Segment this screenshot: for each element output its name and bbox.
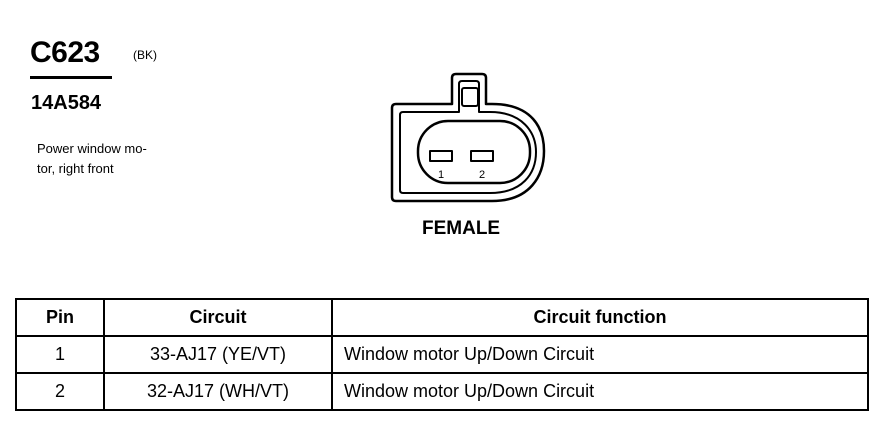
circuit-function-cell: Window motor Up/Down Circuit bbox=[331, 335, 869, 374]
connector-id: C623 bbox=[30, 36, 100, 69]
connector-inner-shell bbox=[399, 80, 537, 194]
connector-id-underline bbox=[30, 76, 112, 79]
connector-gender: FEMALE bbox=[422, 218, 501, 239]
header-circuit-function: Circuit function bbox=[331, 298, 869, 337]
header-circuit: Circuit bbox=[103, 298, 333, 337]
circuit-cell: 33-AJ17 (YE/VT) bbox=[103, 335, 333, 374]
connector-face-diagram: 1 2 bbox=[390, 72, 546, 203]
table-row: 1 33-AJ17 (YE/VT) Window motor Up/Down C… bbox=[15, 335, 869, 374]
terminal-1 bbox=[429, 150, 453, 162]
locking-tab bbox=[461, 87, 479, 107]
pin-cell: 2 bbox=[15, 372, 105, 411]
circuit-cell: 32-AJ17 (WH/VT) bbox=[103, 372, 333, 411]
terminal-2-label: 2 bbox=[479, 169, 485, 181]
connector-outer-shell bbox=[390, 72, 546, 203]
connector-cavity bbox=[416, 119, 532, 185]
part-number: 14A584 bbox=[31, 92, 102, 114]
terminal-2 bbox=[470, 150, 494, 162]
description-line: Power window mo- bbox=[37, 141, 147, 156]
pin-table: Pin Circuit Circuit function 1 33-AJ17 (… bbox=[15, 298, 869, 411]
circuit-function-cell: Window motor Up/Down Circuit bbox=[331, 372, 869, 411]
pin-cell: 1 bbox=[15, 335, 105, 374]
header-pin: Pin bbox=[15, 298, 105, 337]
connector-color: (BK) bbox=[133, 48, 157, 62]
table-row: 2 32-AJ17 (WH/VT) Window motor Up/Down C… bbox=[15, 372, 869, 411]
connector-description: Power window mo- tor, right front bbox=[37, 139, 187, 179]
table-header-row: Pin Circuit Circuit function bbox=[15, 298, 869, 337]
terminal-1-label: 1 bbox=[438, 169, 444, 181]
description-line: tor, right front bbox=[37, 161, 114, 176]
